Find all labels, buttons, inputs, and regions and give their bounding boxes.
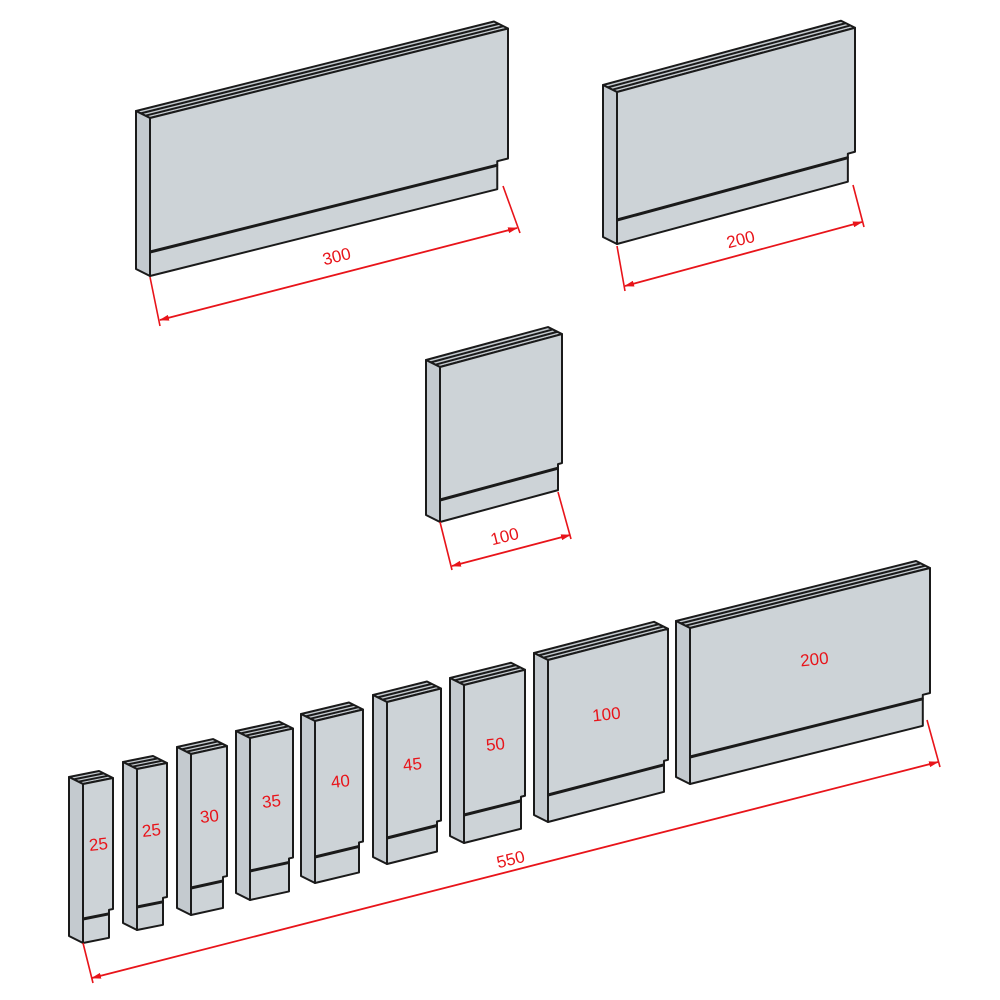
extension-line — [149, 276, 161, 327]
segment-label-200: 200 — [799, 649, 829, 671]
set-40 — [300, 701, 364, 884]
dimension-200 — [616, 184, 865, 292]
dimension-line — [91, 761, 939, 979]
extension-line — [557, 491, 572, 540]
ridge-line — [305, 703, 354, 718]
ridge-line — [459, 666, 521, 684]
side-face — [235, 730, 251, 901]
side-face — [135, 110, 151, 277]
extension-line — [926, 719, 941, 768]
segment-label-25b: 25 — [141, 820, 162, 841]
side-face — [449, 677, 465, 844]
segment-label-100: 100 — [591, 704, 621, 726]
side-face — [68, 776, 84, 944]
dimension-300 — [149, 185, 521, 327]
ridge-line — [181, 740, 218, 751]
ridge-line — [382, 685, 437, 701]
extension-line — [616, 245, 626, 292]
dimension-line — [159, 227, 518, 321]
segment-300 — [135, 20, 509, 277]
set-25a — [68, 770, 114, 944]
shoulder-line — [616, 156, 849, 222]
ridge-line — [680, 562, 922, 625]
dimension-line — [624, 221, 863, 287]
shoulder-line — [439, 466, 559, 502]
side-face — [675, 620, 691, 785]
extension-line — [82, 942, 94, 984]
segment-label-25a: 25 — [88, 834, 109, 855]
side-face — [425, 359, 441, 523]
side-face — [533, 652, 549, 823]
dimension-100 — [439, 491, 572, 571]
ridge-line — [538, 623, 660, 657]
extension-line — [502, 185, 521, 234]
shoulder-line — [689, 697, 924, 759]
set-25b — [122, 755, 168, 931]
ridge-line — [543, 625, 664, 659]
set-200 — [675, 560, 931, 785]
segment-label-50: 50 — [485, 734, 506, 755]
ridge-line — [186, 742, 223, 753]
segment-label-35: 35 — [261, 791, 282, 812]
ridge-line — [240, 722, 284, 735]
ridge-line — [140, 22, 500, 115]
ridge-line — [430, 328, 554, 364]
ridge-line — [607, 22, 847, 89]
segment-200-top — [602, 19, 856, 245]
dimension-label-100: 100 — [489, 524, 521, 549]
side-face — [602, 84, 618, 245]
dimension-label-300: 300 — [321, 244, 353, 269]
ridge-line — [435, 330, 558, 366]
segment-100-middle — [425, 326, 563, 523]
ridge-line — [377, 682, 433, 699]
ridge-line — [685, 564, 926, 627]
ridge-line — [454, 664, 517, 682]
extension-line — [852, 184, 865, 228]
side-face — [122, 761, 138, 931]
dimension-550 — [82, 719, 941, 984]
segment-label-40: 40 — [330, 771, 351, 792]
segment-label-45: 45 — [402, 754, 423, 775]
extension-line — [439, 521, 453, 571]
dimension-label-200: 200 — [725, 227, 757, 252]
ridge-line — [245, 725, 289, 737]
segment-label-30: 30 — [199, 806, 220, 827]
ridge-line — [612, 24, 851, 91]
side-face — [372, 694, 388, 865]
side-face — [176, 746, 192, 916]
ridge-line — [145, 25, 504, 117]
side-face — [300, 713, 316, 884]
set-30 — [176, 738, 228, 916]
dimension-line — [451, 534, 571, 567]
ridge-line — [310, 706, 359, 720]
